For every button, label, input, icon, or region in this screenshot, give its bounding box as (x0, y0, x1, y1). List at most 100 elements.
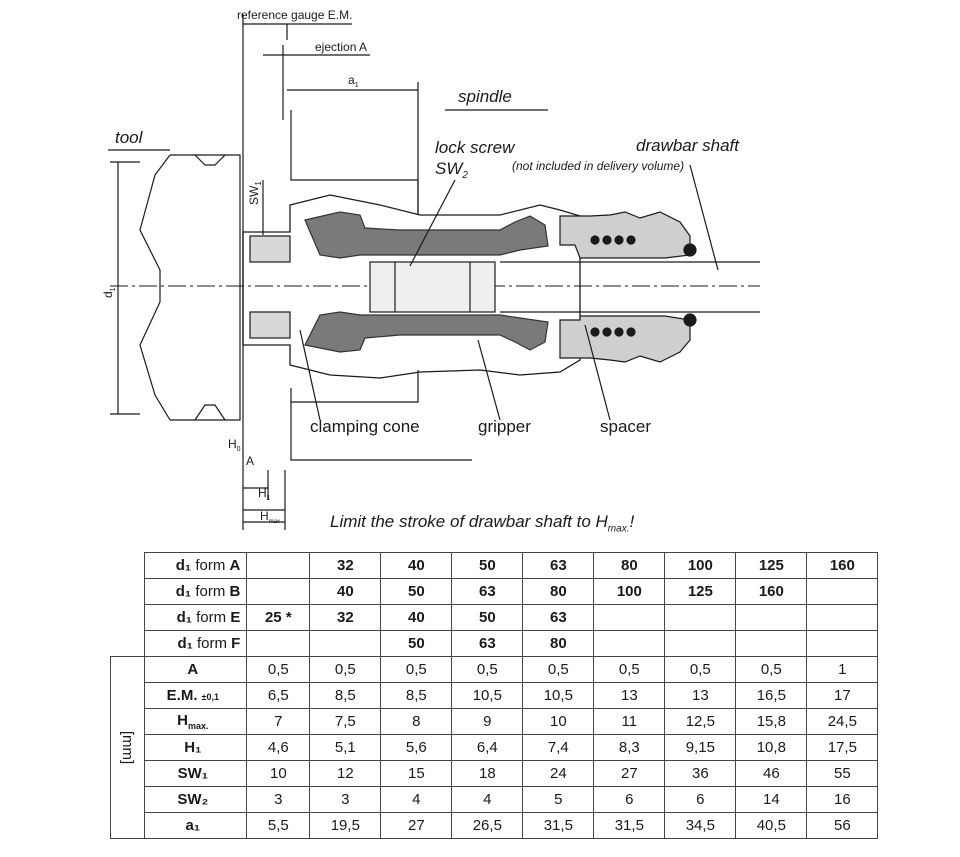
dimension-cell: 9,15 (664, 734, 737, 761)
dimension-label: SW₁ (177, 765, 209, 782)
dimension-cell: 0,5 (735, 656, 808, 683)
dimension-label-sub: max. (187, 721, 209, 731)
form-cell: 80 (522, 630, 595, 657)
form-row-letter: A (229, 557, 241, 574)
corner-cell (111, 553, 145, 579)
h1-label: H1 (258, 486, 271, 502)
dimension-cell: 13 (664, 682, 737, 709)
dimension-cell: 7,4 (522, 734, 595, 761)
dimension-cell: 27 (380, 812, 453, 839)
dimension-cell: 0,5 (593, 656, 666, 683)
form-row-header: d₁ form A (144, 552, 248, 579)
dimension-cell: 14 (735, 786, 808, 813)
sw1-label: SW1 (247, 181, 263, 205)
dimension-cell: 17,5 (806, 734, 879, 761)
form-cell (806, 604, 879, 631)
dimension-label: E.M. (166, 687, 198, 704)
drawbar-shaft-label: drawbar shaft (636, 136, 740, 155)
dimension-cell: 13 (593, 682, 666, 709)
dimension-cell: 8,3 (593, 734, 666, 761)
dimension-row-header: E.M.±0,1 (144, 682, 248, 709)
dimension-cell: 5,1 (309, 734, 382, 761)
dimension-cell: 11 (593, 708, 666, 735)
form-row-form-word: form (195, 557, 230, 574)
dimension-cell: 10,5 (522, 682, 595, 709)
dimension-cell: 5 (522, 786, 595, 813)
dimension-cell: 26,5 (451, 812, 524, 839)
dimension-cell: 10 (246, 760, 311, 787)
form-cell (246, 578, 311, 605)
form-row-letter: E (230, 609, 241, 626)
form-row-form-word: form (196, 635, 232, 652)
dimension-label: H₁ (184, 739, 202, 756)
dimension-cell: 27 (593, 760, 666, 787)
dimension-cell: 6,5 (246, 682, 311, 709)
dimension-cell: 10,5 (451, 682, 524, 709)
corner-cell (111, 605, 145, 631)
form-cell: 50 (451, 604, 524, 631)
dimension-cell: 3 (309, 786, 382, 813)
dimension-cell: 56 (806, 812, 879, 839)
dimension-row-header: SW₂ (144, 786, 248, 813)
hmax-label: Hmax (260, 509, 280, 525)
a-dim-label: A (246, 454, 254, 468)
sw2-label: SW2 (435, 159, 468, 181)
dimension-cell: 5,6 (380, 734, 453, 761)
dimension-cell: 10 (522, 708, 595, 735)
reference-gauge-label: reference gauge E.M. (237, 8, 352, 22)
dimension-row-header: A (144, 656, 248, 683)
form-cell: 40 (380, 604, 453, 631)
form-cell: 160 (735, 578, 808, 605)
dimension-cell: 19,5 (309, 812, 382, 839)
form-cell: 63 (522, 552, 595, 579)
dimension-cell: 31,5 (522, 812, 595, 839)
dimension-cell: 34,5 (664, 812, 737, 839)
form-cell (593, 604, 666, 631)
dimension-row-header: a₁ (144, 812, 248, 839)
corner-cell (111, 579, 145, 605)
d1-label: d1 (101, 287, 117, 298)
form-cell (246, 630, 311, 657)
dimension-row-header: SW₁ (144, 760, 248, 787)
dimension-cell: 0,5 (246, 656, 311, 683)
dimension-cell: 8 (380, 708, 453, 735)
unit-cell: [mm] (109, 656, 146, 839)
spacer-label: spacer (600, 417, 651, 436)
form-cell: 32 (309, 552, 382, 579)
dimension-cell: 36 (664, 760, 737, 787)
corner-cell (111, 631, 145, 657)
dimension-label: A (187, 661, 199, 678)
dimension-label: SW₂ (177, 791, 209, 808)
dimension-label-sub: ±0,1 (201, 692, 219, 702)
form-row-d1: d₁ (176, 609, 197, 626)
form-cell: 100 (664, 552, 737, 579)
form-cell: 80 (522, 578, 595, 605)
dimension-cell: 0,5 (309, 656, 382, 683)
dimension-cell: 5,5 (246, 812, 311, 839)
ejection-label: ejection A (315, 40, 367, 54)
dimension-row-header: Hmax. (144, 708, 248, 735)
dimension-cell: 0,5 (451, 656, 524, 683)
technical-drawing: reference gauge E.M. ejection A a1 spind… (101, 8, 760, 530)
dimension-cell: 0,5 (522, 656, 595, 683)
clamping-cone-label: clamping cone (310, 417, 420, 436)
dimension-cell: 31,5 (593, 812, 666, 839)
form-row-d1: d₁ (175, 557, 196, 574)
dimension-label: H (177, 712, 188, 729)
form-cell: 160 (806, 552, 879, 579)
form-row-header: d₁ form B (144, 578, 248, 605)
form-cell: 32 (309, 604, 382, 631)
tool-label: tool (115, 128, 144, 147)
dimension-cell: 6 (593, 786, 666, 813)
form-cell: 40 (309, 578, 382, 605)
dimension-cell: 12 (309, 760, 382, 787)
form-cell: 25 * (246, 604, 311, 631)
dimension-row-header: H₁ (144, 734, 248, 761)
